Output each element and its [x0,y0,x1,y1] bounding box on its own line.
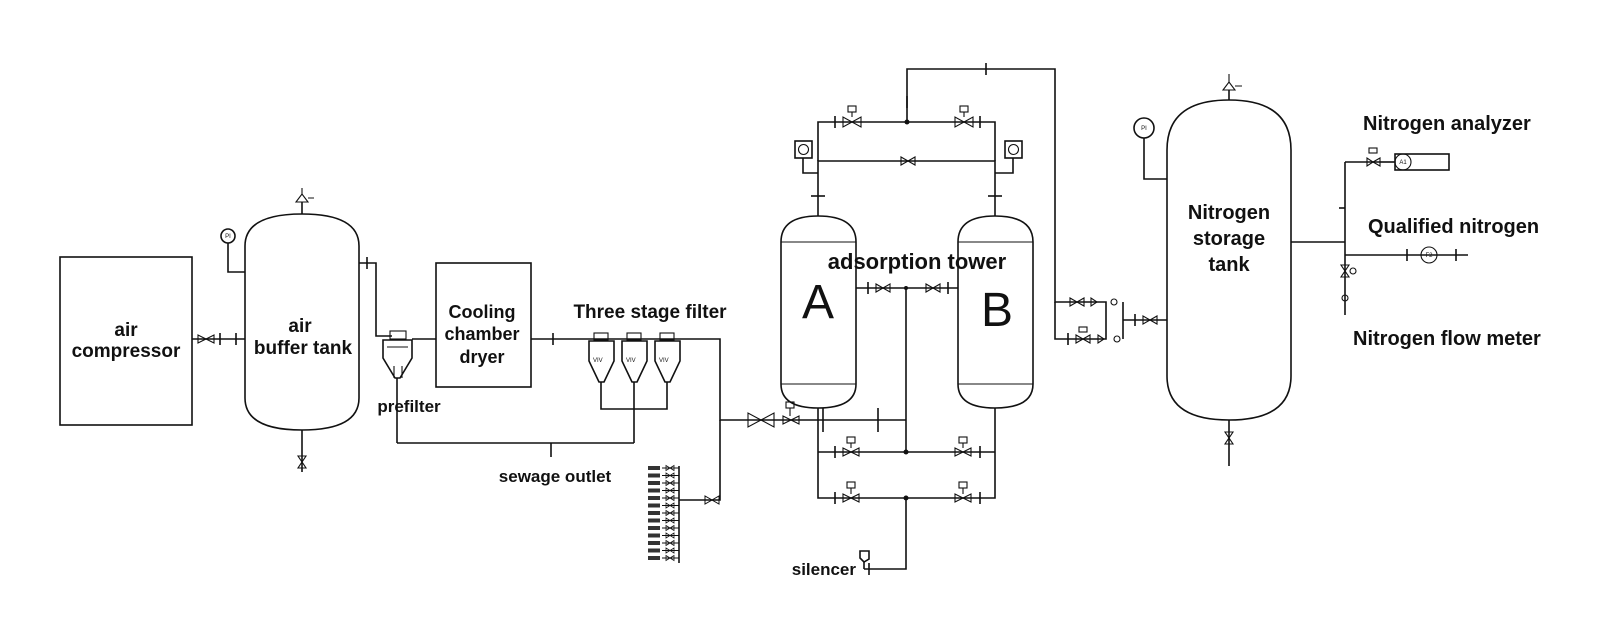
nitrogen-storage-tank-label-line3: tank [1208,254,1250,276]
manifold-valve-row [648,472,679,479]
buffer-tank-outlet-pipe [359,262,392,337]
pressure-gauge-icon: PI [220,228,245,273]
storage-gauge-tag: PI [1141,126,1147,132]
air-compressor-label-line2: compressor [72,341,181,362]
manifold-valve-row [648,487,679,494]
valve-manifold [648,420,721,563]
qualified-nitrogen-label: Qualified nitrogen [1368,216,1539,238]
adsorption-tower-label: adsorption tower [828,249,1007,274]
adsorption-tower-b: B [957,186,1034,432]
nitrogen-analyzer-text: Nitrogen analyzer [1363,113,1531,135]
nitrogen-flow-meter-label: Nitrogen flow meter [1353,328,1541,350]
silencer: silencer [792,550,870,579]
filter-stage-2: VIV [621,332,648,383]
nitrogen-storage-tank: Nitrogen storage tank [1166,74,1292,466]
bottom-manifold [817,432,996,570]
tower-b-label: B [981,284,1013,337]
svg-text:VIV: VIV [626,358,636,364]
prefilter-label: prefilter [377,397,441,416]
nitrogen-analyzer-label: Nitrogen analyzer [1363,113,1531,135]
air-buffer-tank: air buffer tank [244,188,360,472]
air-compressor-label-line1: air [114,320,138,341]
qualified-nitrogen-text: Qualified nitrogen [1368,216,1539,238]
prefilter: prefilter [377,330,441,443]
cooling-dryer-label-line2: chamber [444,324,519,344]
manifold-valve-row [648,464,679,472]
adsorption-tower-a: A [780,186,857,432]
tower-b-pressure-gauge [995,140,1023,174]
storage-pressure-gauge-icon: PI [1133,117,1167,180]
nitrogen-flow-meter-text: Nitrogen flow meter [1353,328,1541,350]
nitrogen-outlet-lines: A1 F2 [1291,147,1468,315]
cooling-chamber-dryer: Cooling chamber dryer [435,262,532,388]
tower-equalizing-line [856,282,958,452]
analyzer-tag: A1 [1399,160,1407,166]
sewage-outlet-label: sewage outlet [499,467,612,486]
manifold-inlet-valve [704,495,720,505]
nitrogen-storage-tank-label-line2: storage [1193,228,1265,250]
air-compressor: air compressor [59,256,193,426]
manifold-valve-row [648,539,679,547]
manifold-valve-row [648,494,679,502]
svg-text:VIV: VIV [659,358,669,364]
air-buffer-tank-label-line2: buffer tank [254,338,353,359]
air-buffer-tank-label-line1: air [288,316,312,337]
manifold-valve-row [648,509,679,517]
nitrogen-storage-tank-label-line1: Nitrogen [1188,202,1270,224]
manifold-rows [648,464,720,562]
storage-inlet-lines [1054,296,1167,345]
filter-stage-3: VIV [654,332,681,383]
filter-stage-1: VIV [588,332,615,383]
tower-inlet-line [727,401,906,432]
manifold-valve-row [648,479,679,487]
cooling-dryer-label-line3: dryer [459,347,504,367]
manifold-valve-row [648,554,679,562]
manifold-valve-row [648,547,679,554]
svg-text:VIV: VIV [593,358,603,364]
compressor-outlet-pipe [192,333,245,345]
three-stage-filter: VIV VIV VIV [588,332,727,443]
flow-meter-tag: F2 [1425,253,1433,259]
three-stage-filter-label: Three stage filter [573,302,727,323]
pressure-gauge-tag: PI [225,234,231,240]
manifold-valve-row [648,524,679,532]
tower-a-label: A [802,276,834,329]
tower-a-pressure-gauge [794,140,818,174]
silencer-label: silencer [792,560,857,579]
top-manifold [817,63,1068,303]
manifold-valve-row [648,502,679,509]
manifold-valve-row [648,517,679,524]
manifold-valve-row [648,532,679,539]
cooling-dryer-label-line1: Cooling [449,302,516,322]
